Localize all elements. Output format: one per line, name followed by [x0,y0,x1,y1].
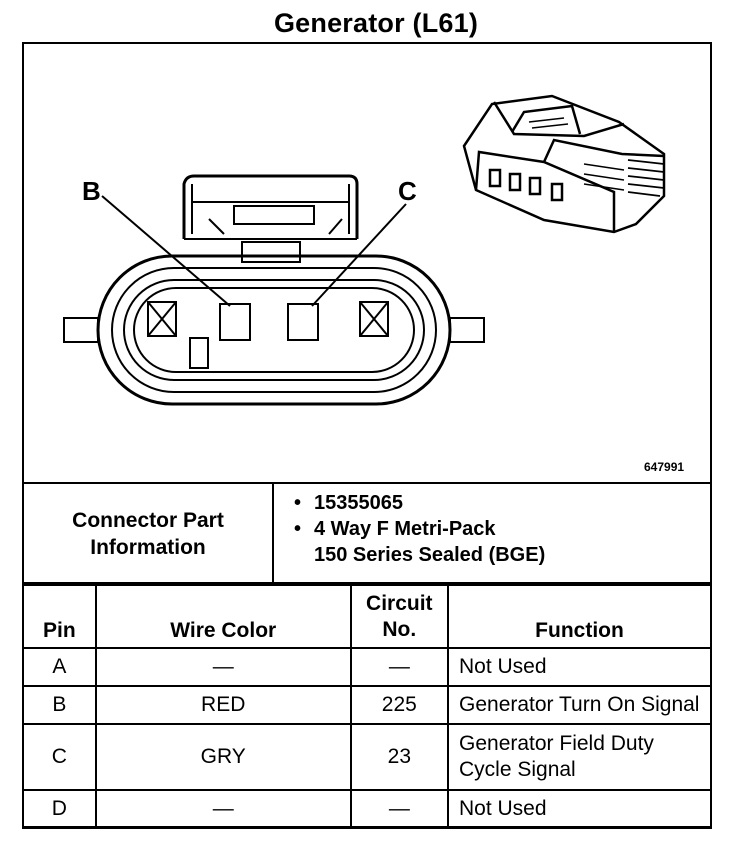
wire-color-cell: — [94,789,352,829]
header-function: Function [447,582,712,649]
circuit-cell: 23 [349,723,450,791]
circuit-cell: — [349,789,450,829]
wire-color-cell: GRY [94,723,352,791]
header-circuit-text: Circuit No. [366,592,433,641]
connector-info-label: Connector Part Information [22,482,274,586]
description-line-2: 150 Series Sealed (BGE) [314,544,546,566]
pin-cell: C [22,723,97,791]
circuit-cell: 225 [349,685,450,725]
function-cell: Generator Turn On Signal [447,685,712,725]
pin-table: Pin Wire Color Circuit No. Function A — … [22,582,712,829]
table-row: C GRY 23 Generator Field Duty Cycle Sign… [22,723,712,791]
connector-diagram [63,94,666,406]
connector-info-details: •15355065 •4 Way F Metri-Pack 150 Series… [272,482,712,586]
table-row: B RED 225 Generator Turn On Signal [22,685,712,725]
pin-label-c: C [398,176,417,206]
table-row: A — — Not Used [22,647,712,687]
figure-number: 647991 [644,460,685,474]
wire-color-cell: — [94,647,352,687]
page-title: Generator (L61) [273,8,479,38]
header-circuit-no: Circuit No. [349,582,450,649]
description-item-2: 150 Series Sealed (BGE) [314,542,710,568]
function-text: Generator Field Duty Cycle Signal [459,732,654,781]
description-line-1: 4 Way F Metri-Pack [314,518,496,540]
table-row: D — — Not Used [22,789,712,829]
part-number: 15355065 [314,492,403,514]
header-wire-color: Wire Color [94,582,352,649]
function-cell: Generator Field Duty Cycle Signal [447,723,712,791]
pin-table-header: Pin Wire Color Circuit No. Function [22,582,712,649]
part-number-item: •15355065 [294,492,403,514]
connector-info-label-text: Connector Part Information [72,509,224,559]
pin-cell: A [22,647,97,687]
connector-info-table: Connector Part Information •15355065 •4 … [22,482,712,586]
description-item: •4 Way F Metri-Pack [294,518,496,540]
pin-label-b: B [82,176,101,206]
header-pin: Pin [22,582,97,649]
pin-cell: D [22,789,97,829]
function-cell: Not Used [447,789,712,829]
wire-color-cell: RED [94,685,352,725]
circuit-cell: — [349,647,450,687]
pin-cell: B [22,685,97,725]
function-cell: Not Used [447,647,712,687]
